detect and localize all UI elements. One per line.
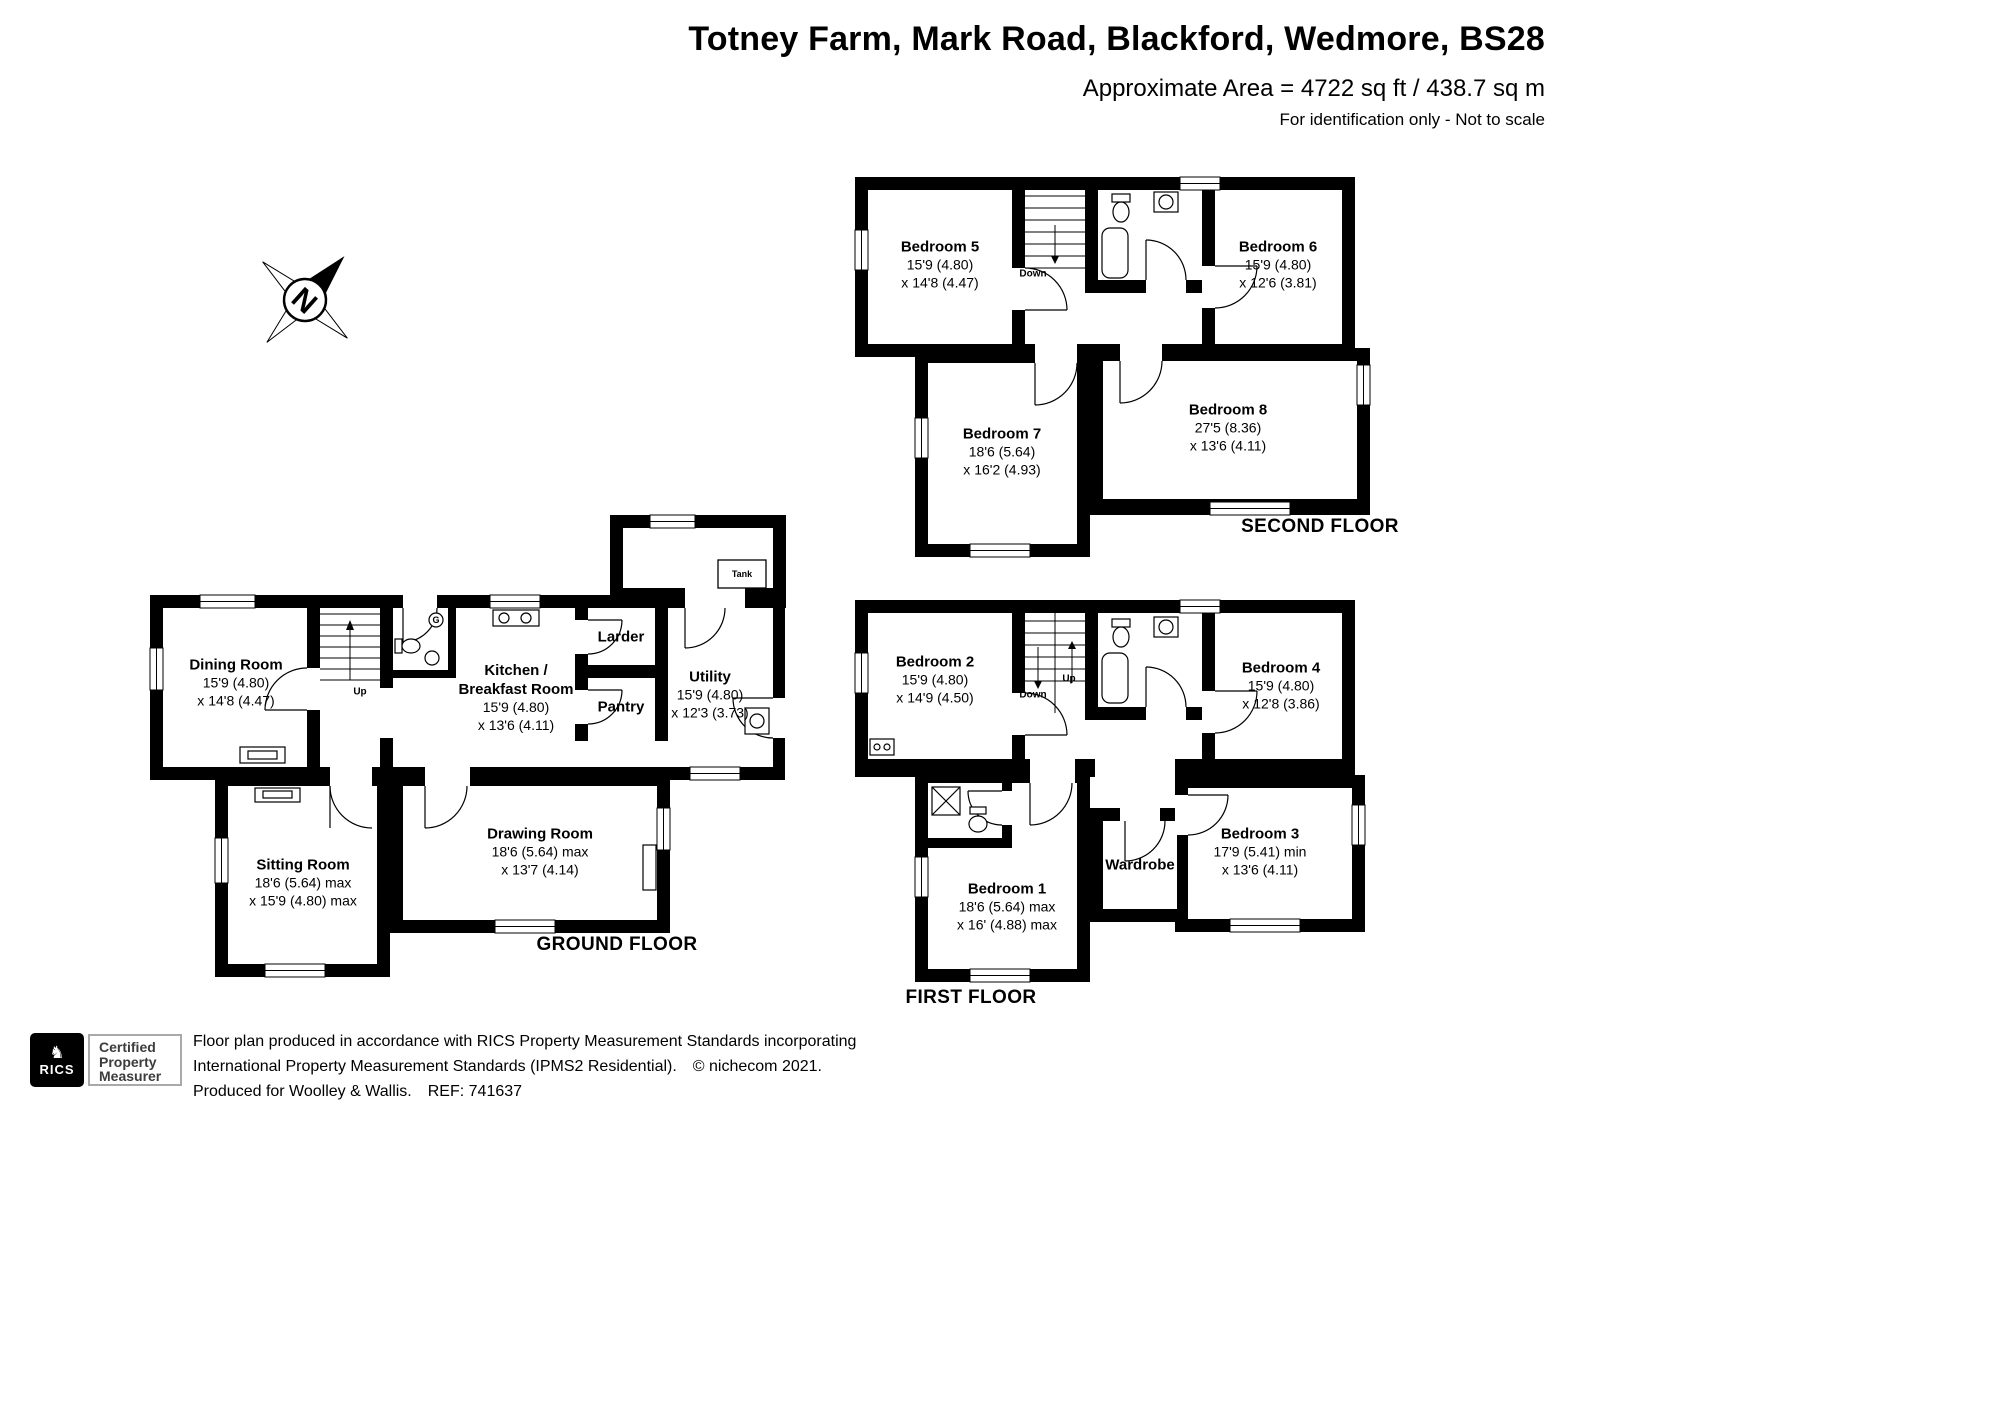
room-label-wardrobe: Wardrobe	[1105, 856, 1175, 874]
disclaimer-standards: International Property Measurement Stand…	[193, 1058, 677, 1075]
room-label-bedroom8: Bedroom 8 27'5 (8.36) x 13'6 (4.11)	[1188, 401, 1268, 454]
stairs-down-label: Down	[1019, 268, 1047, 280]
stairs-up-label: Up	[353, 686, 367, 698]
first-floor-drawing	[854, 599, 1366, 983]
disclaimer-line-1: Floor plan produced in accordance with R…	[193, 1033, 857, 1050]
ground-floor-drawing	[149, 514, 786, 978]
copyright: © nichecom 2021.	[692, 1058, 822, 1075]
room-label-bedroom7: Bedroom 7 18'6 (5.64) x 16'2 (4.93)	[962, 425, 1042, 478]
shower-room-fixtures	[931, 786, 988, 833]
room-label-larder: Larder	[597, 628, 645, 646]
disclaimer-line-2: International Property Measurement Stand…	[193, 1054, 856, 1079]
footer-disclaimer: Floor plan produced in accordance with R…	[193, 1029, 856, 1104]
toilet-icon	[394, 638, 403, 654]
page-title: Totney Farm, Mark Road, Blackford, Wedmo…	[688, 20, 1545, 58]
second-floor-drawing	[854, 176, 1371, 558]
stairs-down-label: Down	[1019, 689, 1047, 701]
stairs-down-arrow-icon	[1051, 256, 1059, 264]
rics-logo: ♞ RICS	[30, 1033, 84, 1087]
utility-fixtures	[744, 707, 770, 735]
room-label-bedroom5: Bedroom 5 15'9 (4.80) x 14'8 (4.47)	[900, 238, 980, 291]
windows	[854, 599, 1366, 983]
stairs-up-arrow-icon	[1068, 641, 1076, 649]
ground-floor-title: GROUND FLOOR	[536, 934, 698, 955]
identification-note: For identification only - Not to scale	[1279, 110, 1545, 129]
produced-for: Produced for Woolley & Wallis.	[193, 1083, 412, 1100]
boiler-icon	[428, 612, 444, 628]
rics-logo-text: RICS	[39, 1062, 75, 1077]
tank-icon	[717, 559, 767, 589]
toilet-icon	[1111, 618, 1131, 628]
boiler-label: G	[432, 615, 440, 625]
room-label-bedroom1: Bedroom 1 18'6 (5.64) max x 16' (4.88) m…	[957, 880, 1057, 933]
door-arcs	[1024, 239, 1258, 406]
room-label-sitting-room: Sitting Room 18'6 (5.64) max x 15'9 (4.8…	[249, 856, 357, 909]
room-label-drawing-room: Drawing Room 18'6 (5.64) max x 13'7 (4.1…	[487, 825, 593, 878]
sink-icon	[424, 650, 440, 666]
room-label-bedroom3: Bedroom 3 17'9 (5.41) min x 13'6 (4.11)	[1213, 825, 1307, 878]
disclaimer-line-3: Produced for Woolley & Wallis. REF: 74163…	[193, 1079, 856, 1104]
bath-icon	[1101, 227, 1129, 279]
stairs-up-arrow-icon	[346, 620, 354, 630]
cert-line-3: Measurer	[99, 1068, 162, 1084]
room-label-dining-room: Dining Room 15'9 (4.80) x 14'8 (4.47)	[189, 656, 283, 709]
tank-label: Tank	[731, 569, 753, 579]
first-floor-plan: Bedroom 2 15'9 (4.80) x 14'9 (4.50) Bedr…	[850, 595, 1370, 1015]
door-arcs	[967, 666, 1258, 862]
bathroom-fixtures	[1101, 191, 1179, 279]
room-interiors	[163, 528, 773, 964]
room-label-pantry: Pantry	[597, 698, 645, 716]
room-label-kitchen: Kitchen / Breakfast Room 15'9 (4.80) x 1…	[458, 661, 574, 734]
stairs-up-label: Up	[1062, 673, 1076, 685]
stairs-down-arrow-icon	[1034, 681, 1042, 689]
second-floor-plan: Bedroom 5 15'9 (4.80) x 14'8 (4.47) Bedr…	[850, 170, 1399, 565]
certified-property-measurer-badge: Certified Property Measurer	[88, 1034, 182, 1086]
room-label-utility: Utility 15'9 (4.80) x 12'3 (3.73)	[671, 668, 749, 721]
room-label-bedroom2: Bedroom 2 15'9 (4.80) x 14'9 (4.50)	[895, 653, 975, 706]
compass: N	[240, 235, 370, 365]
compass-rose-icon: N	[262, 256, 348, 343]
first-floor-title: FIRST FLOOR	[905, 987, 1037, 1008]
bathroom-fixtures	[1101, 616, 1179, 704]
second-floor-title: SECOND FLOOR	[1241, 516, 1399, 537]
door-openings	[1002, 691, 1215, 835]
approximate-area: Approximate Area = 4722 sq ft / 438.7 sq…	[1082, 75, 1545, 102]
toilet-icon	[969, 806, 987, 815]
door-openings	[1012, 266, 1215, 363]
room-label-bedroom6: Bedroom 6 15'9 (4.80) x 12'6 (3.81)	[1238, 238, 1318, 291]
kitchen-fixtures	[492, 609, 540, 627]
cloakroom-fixtures	[394, 612, 444, 666]
stairs-icon	[1025, 195, 1085, 269]
cert-line-2: Property	[99, 1053, 157, 1070]
windows	[149, 514, 741, 978]
ground-floor-plan: Dining Room 15'9 (4.80) x 14'8 (4.47) Ki…	[145, 508, 800, 993]
header: Totney Farm, Mark Road, Blackford, Wedmo…	[688, 20, 1545, 130]
door-openings	[307, 595, 786, 786]
toilet-icon	[1111, 193, 1131, 203]
windows	[854, 176, 1371, 558]
bath-icon	[1101, 652, 1129, 704]
rics-lion-icon: ♞	[49, 1043, 65, 1062]
stove-icon	[869, 738, 895, 756]
fireplace-icons	[239, 746, 657, 891]
room-label-bedroom4: Bedroom 4 15'9 (4.80) x 12'8 (3.86)	[1241, 659, 1321, 712]
cert-line-1: Certified	[99, 1039, 156, 1055]
reference-number: REF: 741637	[427, 1083, 523, 1100]
